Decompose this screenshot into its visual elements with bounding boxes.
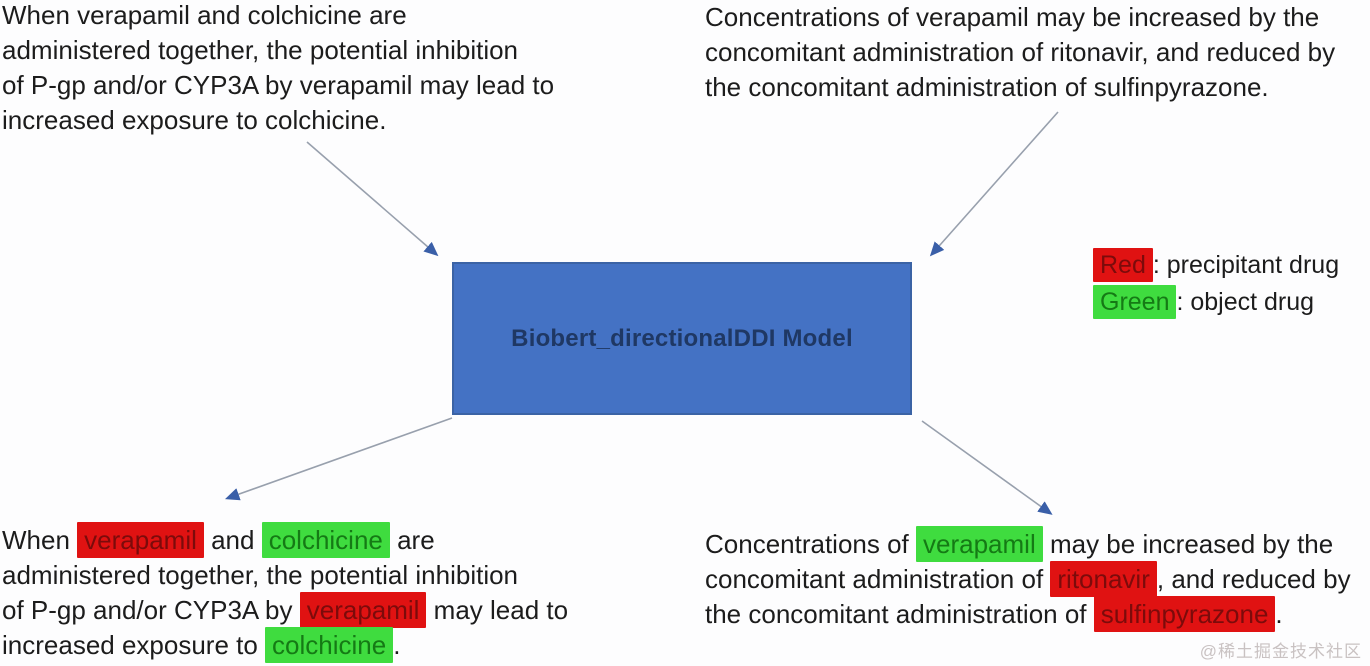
text-segment: may be increased by the concomitant admi…: [705, 529, 1334, 594]
model-box: Biobert_directionalDDI Model: [452, 262, 912, 415]
red-highlighted-term: verapamil: [77, 522, 204, 558]
green-highlighted-term: colchicine: [265, 627, 394, 663]
input-sentence-right: Concentrations of verapamil may be incre…: [705, 0, 1335, 105]
red-highlighted-term: verapamil: [299, 592, 427, 628]
output-sentence-left: When verapamil and colchicine are admini…: [2, 522, 569, 663]
text-segment: Concentrations of: [705, 529, 917, 559]
red-highlighted-term: ritonavir: [1050, 561, 1157, 597]
red-highlighted-term: Red: [1093, 248, 1153, 282]
legend-green-row: Green: object drug: [1093, 285, 1339, 320]
green-highlighted-term: colchicine: [261, 522, 390, 558]
output-sentence-right: Concentrations of verapamil may be incre…: [705, 526, 1351, 632]
green-highlighted-term: Green: [1093, 285, 1177, 319]
green-highlighted-term: verapamil: [916, 526, 1043, 562]
text-segment: : object drug: [1176, 288, 1315, 316]
watermark: @稀土掘金技术社区: [1199, 642, 1362, 661]
legend: Red: precipitant drug Green: object drug: [1093, 248, 1339, 322]
text-segment: When verapamil and colchicine are admini…: [2, 0, 555, 135]
text-segment: Concentrations of verapamil may be incre…: [705, 2, 1336, 102]
text-segment: may lead to increased exposure to: [2, 595, 569, 660]
legend-red-row: Red: precipitant drug: [1093, 248, 1339, 283]
text-segment: , and reduced by the concomitant adminis…: [705, 564, 1351, 629]
model-box-label: Biobert_directionalDDI Model: [511, 324, 853, 352]
arrow-top-right-to-model: [929, 111, 1059, 257]
arrow-model-to-bottom-left: [224, 417, 453, 501]
text-segment: and: [203, 525, 262, 555]
text-segment: .: [393, 630, 401, 660]
text-segment: .: [1275, 599, 1283, 629]
text-segment: : precipitant drug: [1152, 251, 1340, 279]
arrow-model-to-bottom-right: [921, 420, 1053, 515]
input-sentence-left: When verapamil and colchicine are admini…: [2, 0, 554, 138]
text-segment: When: [2, 525, 78, 555]
red-highlighted-term: sulfinpyrazone: [1093, 596, 1276, 632]
arrow-top-left-to-model: [306, 141, 439, 257]
text-segment: are administered together, the potential…: [2, 525, 519, 625]
